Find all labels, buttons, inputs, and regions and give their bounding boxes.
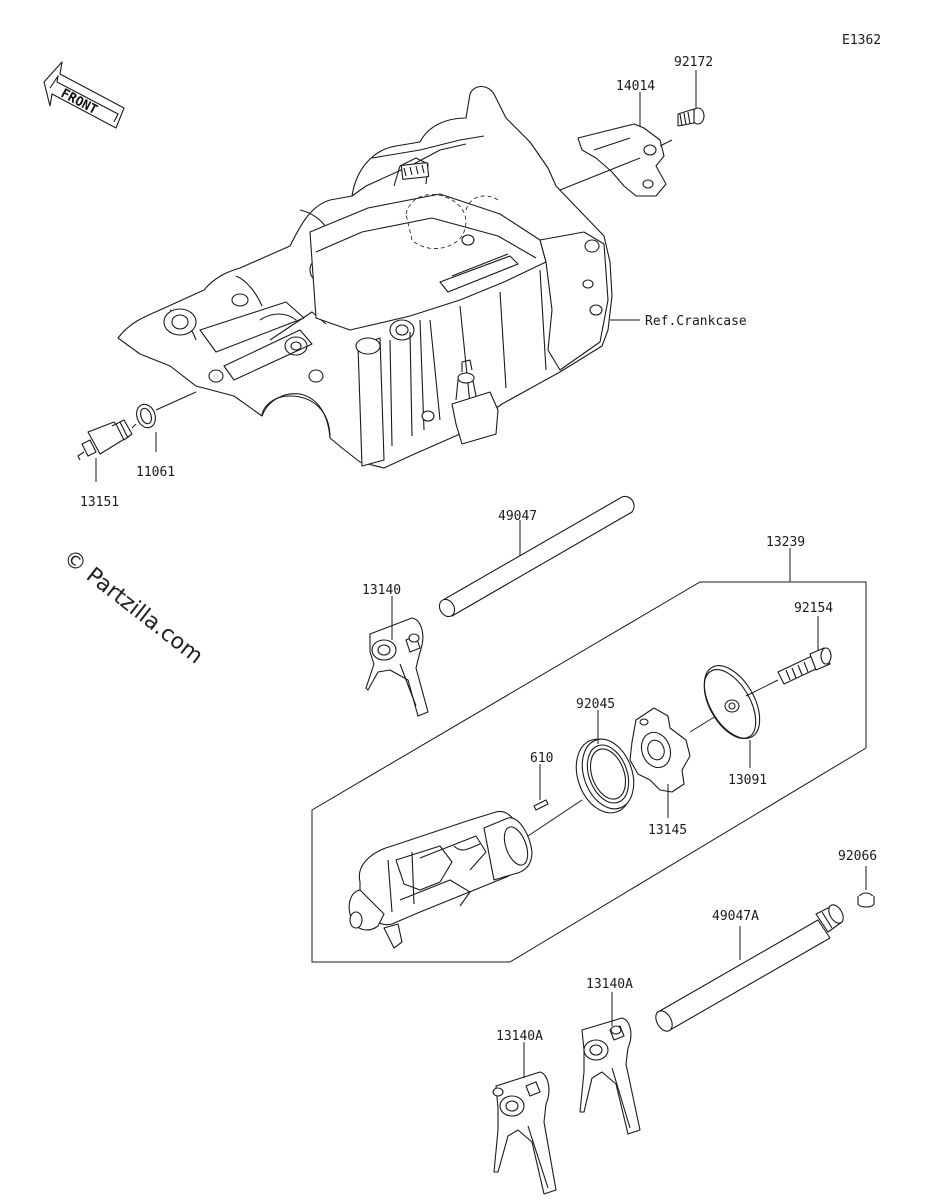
part-92172-screw bbox=[677, 107, 705, 127]
diagram-code: E1362 bbox=[842, 33, 881, 48]
label-13145: 13145 bbox=[648, 823, 687, 838]
label-11061: 11061 bbox=[136, 465, 175, 480]
label-13091: 13091 bbox=[728, 773, 767, 788]
part-13151-switch bbox=[77, 419, 133, 461]
part-13145-cam bbox=[629, 707, 691, 793]
part-shift-drum bbox=[348, 799, 583, 949]
label-610: 610 bbox=[530, 751, 553, 766]
part-610-pin bbox=[533, 799, 549, 811]
part-11061-washer bbox=[136, 403, 156, 429]
crankcase-illustration bbox=[117, 85, 613, 469]
front-arrow-icon: FRONT bbox=[43, 61, 125, 129]
label-92154: 92154 bbox=[794, 601, 833, 616]
label-92172: 92172 bbox=[674, 55, 713, 70]
label-92066: 92066 bbox=[838, 849, 877, 864]
part-92066-cap bbox=[857, 892, 875, 908]
part-14014-plate bbox=[577, 123, 667, 197]
label-13239: 13239 bbox=[766, 535, 805, 550]
part-13091-plate bbox=[703, 665, 761, 739]
label-13140A-upper: 13140A bbox=[586, 977, 633, 992]
label-13140A-lower: 13140A bbox=[496, 1029, 543, 1044]
label-13140: 13140 bbox=[362, 583, 401, 598]
label-ref-crankcase: Ref.Crankcase bbox=[645, 314, 747, 329]
leader-lines bbox=[95, 70, 867, 1078]
label-13151: 13151 bbox=[80, 495, 119, 510]
label-49047A: 49047A bbox=[712, 909, 759, 924]
part-49047-rod bbox=[438, 495, 635, 618]
part-13140A-lower-fork bbox=[492, 1071, 557, 1195]
part-92154-bolt bbox=[777, 647, 832, 685]
part-49047A-shaft bbox=[655, 904, 844, 1032]
part-13140A-upper-fork bbox=[579, 1017, 641, 1135]
label-92045: 92045 bbox=[576, 697, 615, 712]
part-92045-bearing bbox=[575, 738, 635, 814]
assembly-box-13239 bbox=[311, 581, 867, 963]
watermark: © Partzilla.com bbox=[58, 545, 207, 669]
part-13140-fork bbox=[365, 617, 429, 717]
label-14014: 14014 bbox=[616, 79, 655, 94]
label-49047: 49047 bbox=[498, 509, 537, 524]
